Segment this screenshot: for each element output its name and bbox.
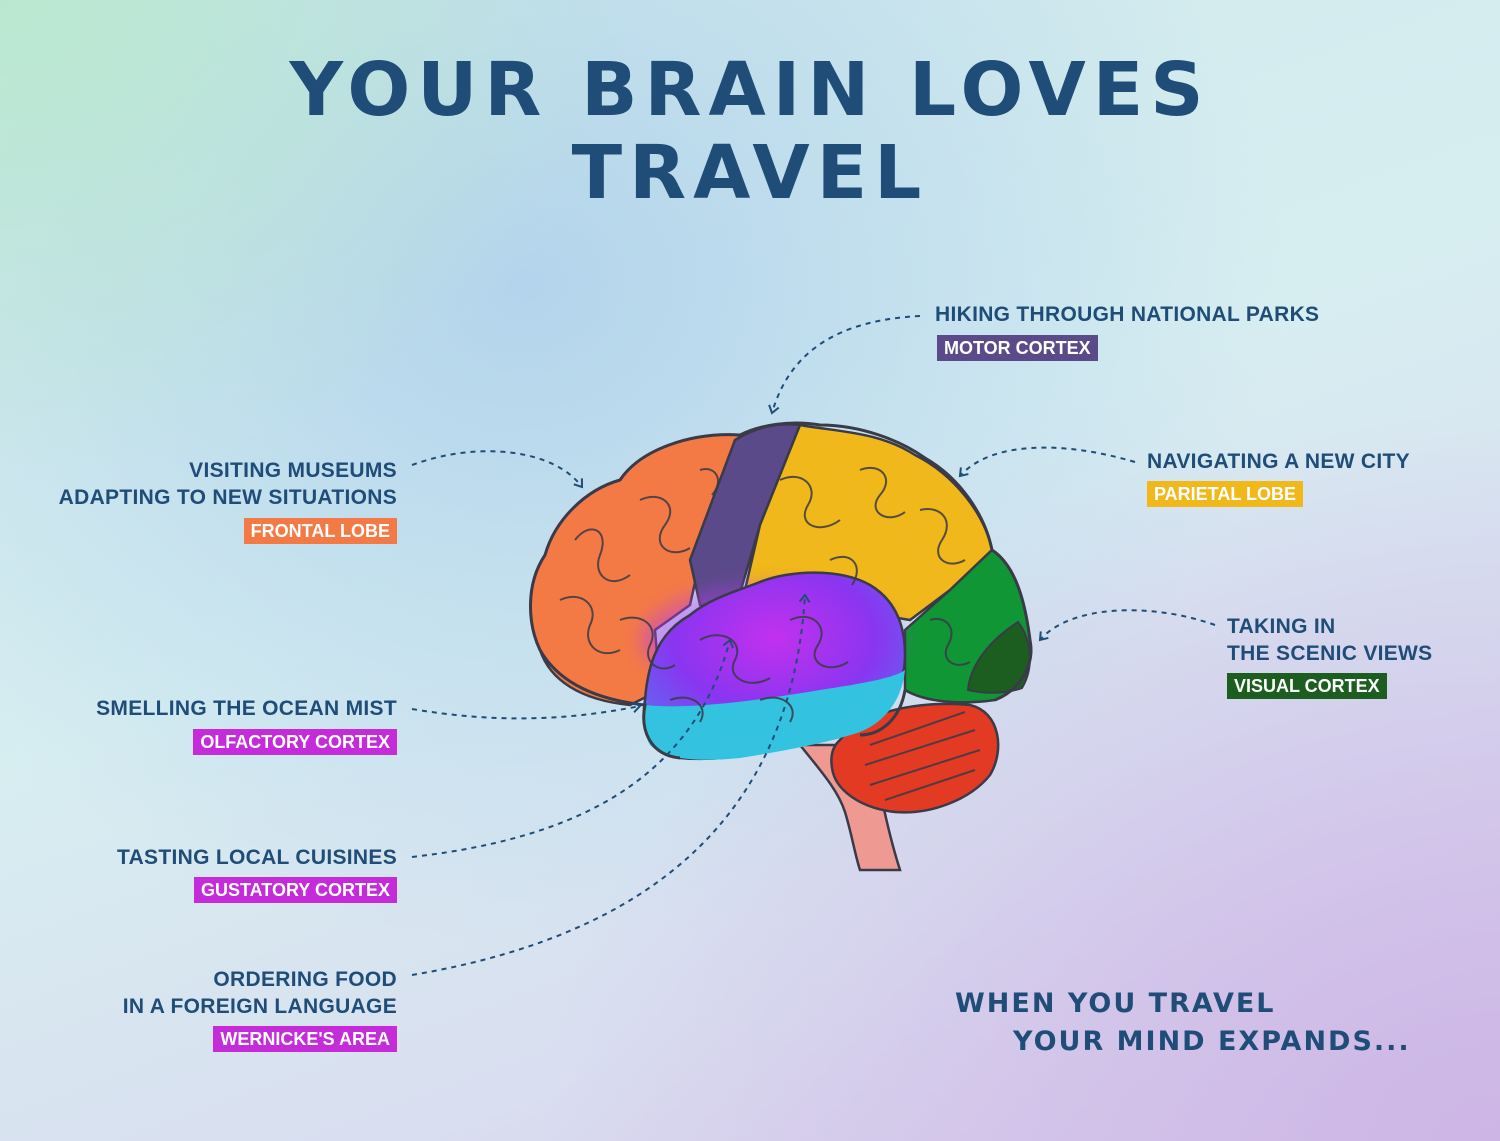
label-visual-activity: TAKING IN THE SCENIC VIEWS <box>1227 613 1433 667</box>
label-gustatory-activity: TASTING LOCAL CUISINES <box>117 844 397 871</box>
connector-frontal <box>411 450 584 489</box>
label-wernicke-line-1: ORDERING FOOD <box>213 968 397 991</box>
tag-motor-cortex: MOTOR CORTEX <box>937 335 1098 361</box>
connectors <box>411 315 1216 976</box>
label-frontal-line-1: VISITING MUSEUMS <box>189 459 397 482</box>
tag-olfactory-cortex: OLFACTORY CORTEX <box>193 729 397 755</box>
temporal-lower <box>644 670 905 760</box>
connector-visual <box>1038 609 1216 642</box>
connector-olfactory <box>411 701 642 720</box>
label-motor-activity: HIKING THROUGH NATIONAL PARKS <box>935 301 1319 328</box>
tag-parietal-lobe: PARIETAL LOBE <box>1147 481 1304 507</box>
label-motor-line-1: HIKING THROUGH NATIONAL PARKS <box>935 303 1320 326</box>
label-frontal-activity: VISITING MUSEUMS ADAPTING TO NEW SITUATI… <box>59 457 397 511</box>
label-wernicke-activity: ORDERING FOOD IN A FOREIGN LANGUAGE <box>123 966 397 1020</box>
brain-gyri <box>559 466 981 801</box>
tag-visual-cortex: VISUAL CORTEX <box>1227 673 1387 699</box>
connector-parietal <box>958 446 1136 478</box>
tagline-line-1: WHEN YOU TRAVEL <box>955 988 1276 1019</box>
label-gustatory-line-1: TASTING LOCAL CUISINES <box>117 846 397 869</box>
connector-wernicke <box>411 593 811 976</box>
label-parietal-activity: NAVIGATING A NEW CITY <box>1147 448 1410 475</box>
label-wernicke-line-2: IN A FOREIGN LANGUAGE <box>122 995 397 1018</box>
cerebellum <box>830 702 1000 814</box>
label-olfactory-activity: SMELLING THE OCEAN MIST <box>96 695 397 722</box>
tag-frontal-lobe: FRONTAL LOBE <box>243 518 397 544</box>
label-olfactory-line-1: SMELLING THE OCEAN MIST <box>96 697 397 720</box>
label-parietal-line-1: NAVIGATING A NEW CITY <box>1147 450 1410 473</box>
brain-outline <box>529 421 1033 760</box>
page-title-line-1: YOUR BRAIN LOVES <box>289 47 1211 133</box>
tagline-line-2: YOUR MIND EXPANDS... <box>1013 1026 1411 1057</box>
connector-gustatory <box>411 638 734 858</box>
label-visual-line-1: TAKING IN <box>1227 615 1336 638</box>
label-visual-line-2: THE SCENIC VIEWS <box>1227 642 1433 665</box>
connector-motor <box>768 315 921 415</box>
tag-wernickes-area: WERNICKE'S AREA <box>213 1026 397 1052</box>
page-title-line-2: TRAVEL <box>571 130 929 216</box>
label-frontal-line-2: ADAPTING TO NEW SITUATIONS <box>58 486 397 509</box>
tag-gustatory-cortex: GUSTATORY CORTEX <box>193 877 397 903</box>
